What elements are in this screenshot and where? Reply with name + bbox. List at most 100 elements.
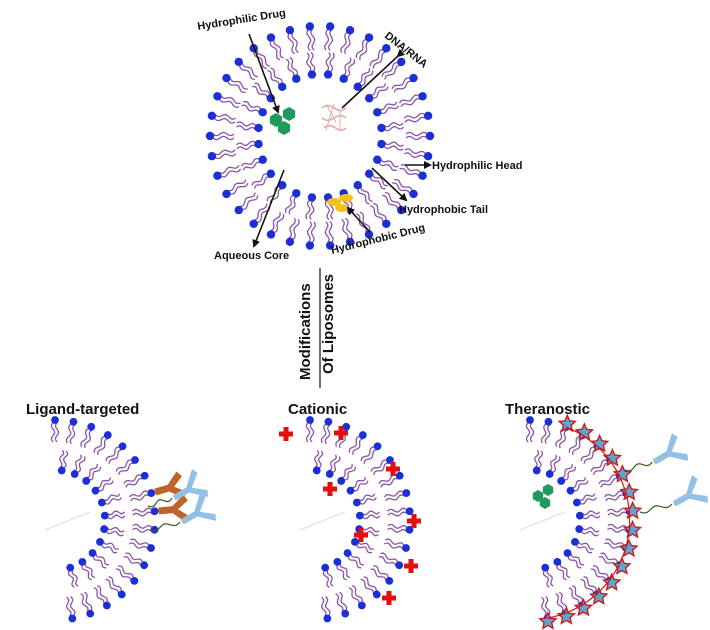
lipid-tail [529, 422, 535, 443]
hexagon [532, 490, 544, 502]
lipid-tail [83, 591, 93, 611]
lipid-head [70, 470, 79, 478]
lipid-head [364, 230, 374, 239]
lipid-tail [285, 58, 295, 77]
lipid-tail [568, 587, 580, 605]
lipid-head [544, 417, 553, 426]
lipid-head [423, 111, 433, 120]
lipid-tail [355, 544, 373, 554]
lipid-head [526, 416, 534, 424]
lipid-tail [147, 497, 173, 508]
lipid-tail [600, 552, 619, 563]
theranostic-liposome [519, 413, 708, 630]
lipid-tail [542, 570, 550, 588]
lipid-head [377, 139, 386, 149]
lipid-head [82, 477, 91, 485]
lipid-tail [580, 446, 595, 462]
hexagon [277, 121, 291, 135]
theranostic-star [612, 464, 633, 483]
lipid-tail [392, 182, 411, 195]
lipid-tail [537, 450, 544, 469]
lipid-tail [227, 179, 247, 192]
lipid-tail [361, 526, 380, 533]
lipid-tail [324, 28, 330, 51]
lipid-tail [310, 52, 316, 72]
lipid-tail [273, 39, 284, 59]
lipid-head [266, 230, 276, 239]
lipid-tail [69, 424, 76, 444]
lipid-tail [214, 113, 237, 120]
lipid-tail [357, 188, 370, 205]
lipid-tail [77, 456, 86, 473]
label-aqueous-core: Aqueous Core [214, 250, 289, 262]
lipid-tail [555, 428, 564, 447]
lipid-tail [291, 32, 299, 54]
lipid-head [278, 82, 287, 92]
lipid-head [405, 507, 414, 516]
lipid-tail [342, 57, 352, 76]
lipid-head [339, 74, 348, 83]
lipid-head [325, 22, 335, 31]
lipid-tail [242, 195, 259, 211]
lipid-tail [309, 200, 315, 220]
lipid-tail [546, 569, 554, 587]
lipid-tail [340, 32, 348, 53]
lipid-tail [578, 493, 596, 501]
lipid-tail [130, 538, 150, 546]
lipid-tail [238, 65, 256, 81]
lipid-tail [344, 33, 352, 55]
lipid-tail [338, 591, 348, 611]
lipid-tail [212, 131, 235, 137]
lipid-head [292, 189, 301, 198]
lipid-tail [552, 456, 561, 473]
lipid-tail [590, 459, 607, 472]
label-hydrophobic-tail: Hydrophobic Tail [399, 204, 488, 216]
lipid-tail [559, 429, 568, 449]
lipid-tail [357, 68, 371, 84]
pointer-hydrophilic-drug [248, 33, 280, 114]
lipid-tail [370, 459, 387, 472]
lipid-head [571, 537, 579, 546]
lipid-tail [564, 466, 576, 481]
lipid-tail [328, 220, 334, 243]
lipid-tail [93, 587, 105, 605]
antibody [653, 433, 688, 464]
lipid-tail [229, 77, 248, 90]
lipid-tail [556, 565, 567, 581]
lipid-tail [105, 446, 120, 462]
lipid-head [382, 44, 391, 53]
lipid-head [207, 152, 217, 161]
lipid-tail [117, 462, 135, 475]
lipid-tail [107, 514, 126, 520]
lipid-head [333, 557, 342, 566]
lipid-head [234, 205, 243, 215]
lipid-head [103, 431, 112, 439]
lipid-head [325, 241, 335, 250]
lipid-head [557, 477, 566, 485]
lipid-tail [321, 596, 327, 617]
lipid-head [307, 70, 317, 79]
lipid-head [234, 57, 243, 67]
lipid-head [292, 74, 301, 83]
theranostic-rim [547, 426, 631, 620]
lipid-tail [251, 173, 268, 186]
cationic-charge [386, 462, 401, 477]
lipid-tail [105, 578, 120, 594]
lipid-head [373, 155, 382, 164]
lipid-tail [380, 105, 399, 115]
lipid-tail [540, 423, 547, 444]
lipid-tail [580, 578, 595, 594]
modifications-label: Modifications [297, 283, 314, 380]
lipid-tail [100, 544, 118, 554]
theranostic-star [589, 586, 609, 605]
lipid-head [346, 486, 355, 495]
lipid-tail [382, 194, 399, 210]
lipid-tail [335, 593, 344, 612]
lipid-tail [59, 450, 65, 468]
lipid-tail [351, 477, 367, 489]
lipid-head [87, 422, 96, 431]
lipid-tail [639, 503, 673, 514]
lipid-tail [227, 81, 246, 94]
lipid-tail [336, 565, 347, 581]
lipid-tail [242, 161, 261, 171]
